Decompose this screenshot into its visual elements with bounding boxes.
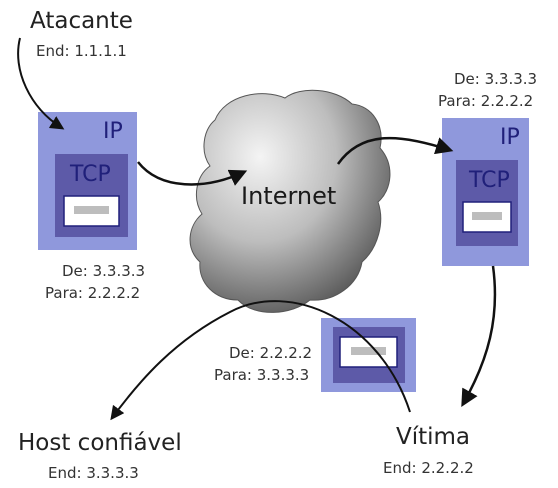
- arrow-victim-to-trusted-host: [110, 300, 411, 421]
- packet-outgoing: [38, 112, 137, 250]
- arriving-tcp-label: TCP: [469, 168, 510, 193]
- attacker-name: Atacante: [30, 8, 133, 34]
- packet-arriving: [442, 118, 529, 266]
- arrow-packet-to-internet: [137, 161, 248, 186]
- arriving-from: De: 3.3.3.3: [454, 70, 538, 88]
- payload-data-icon: [351, 347, 386, 355]
- trusted-host-name: Host confiável: [18, 430, 182, 456]
- packet-reply: [321, 318, 416, 392]
- payload-data-icon: [74, 206, 109, 214]
- outgoing-ip-label: IP: [103, 119, 123, 144]
- arrow-internet-to-victim-packet: [336, 136, 454, 165]
- outgoing-from: De: 3.3.3.3: [62, 262, 146, 280]
- reply-from: De: 2.2.2.2: [229, 344, 313, 362]
- arriving-to: Para: 2.2.2.2: [438, 92, 534, 110]
- victim-name: Vítima: [396, 424, 471, 450]
- internet-cloud: [189, 89, 391, 313]
- payload-data-icon: [472, 212, 502, 220]
- arriving-ip-label: IP: [500, 125, 520, 150]
- outgoing-tcp-label: TCP: [70, 162, 111, 187]
- victim-address: End: 2.2.2.2: [383, 459, 474, 477]
- outgoing-to: Para: 2.2.2.2: [45, 284, 141, 302]
- reply-to: Para: 3.3.3.3: [214, 366, 310, 384]
- arrow-attacker-to-packet: [17, 37, 65, 130]
- attacker-address: End: 1.1.1.1: [36, 42, 127, 60]
- trusted-host-address: End: 3.3.3.3: [48, 464, 139, 482]
- internet-label: Internet: [241, 182, 337, 210]
- arrow-packet-to-victim: [461, 265, 497, 408]
